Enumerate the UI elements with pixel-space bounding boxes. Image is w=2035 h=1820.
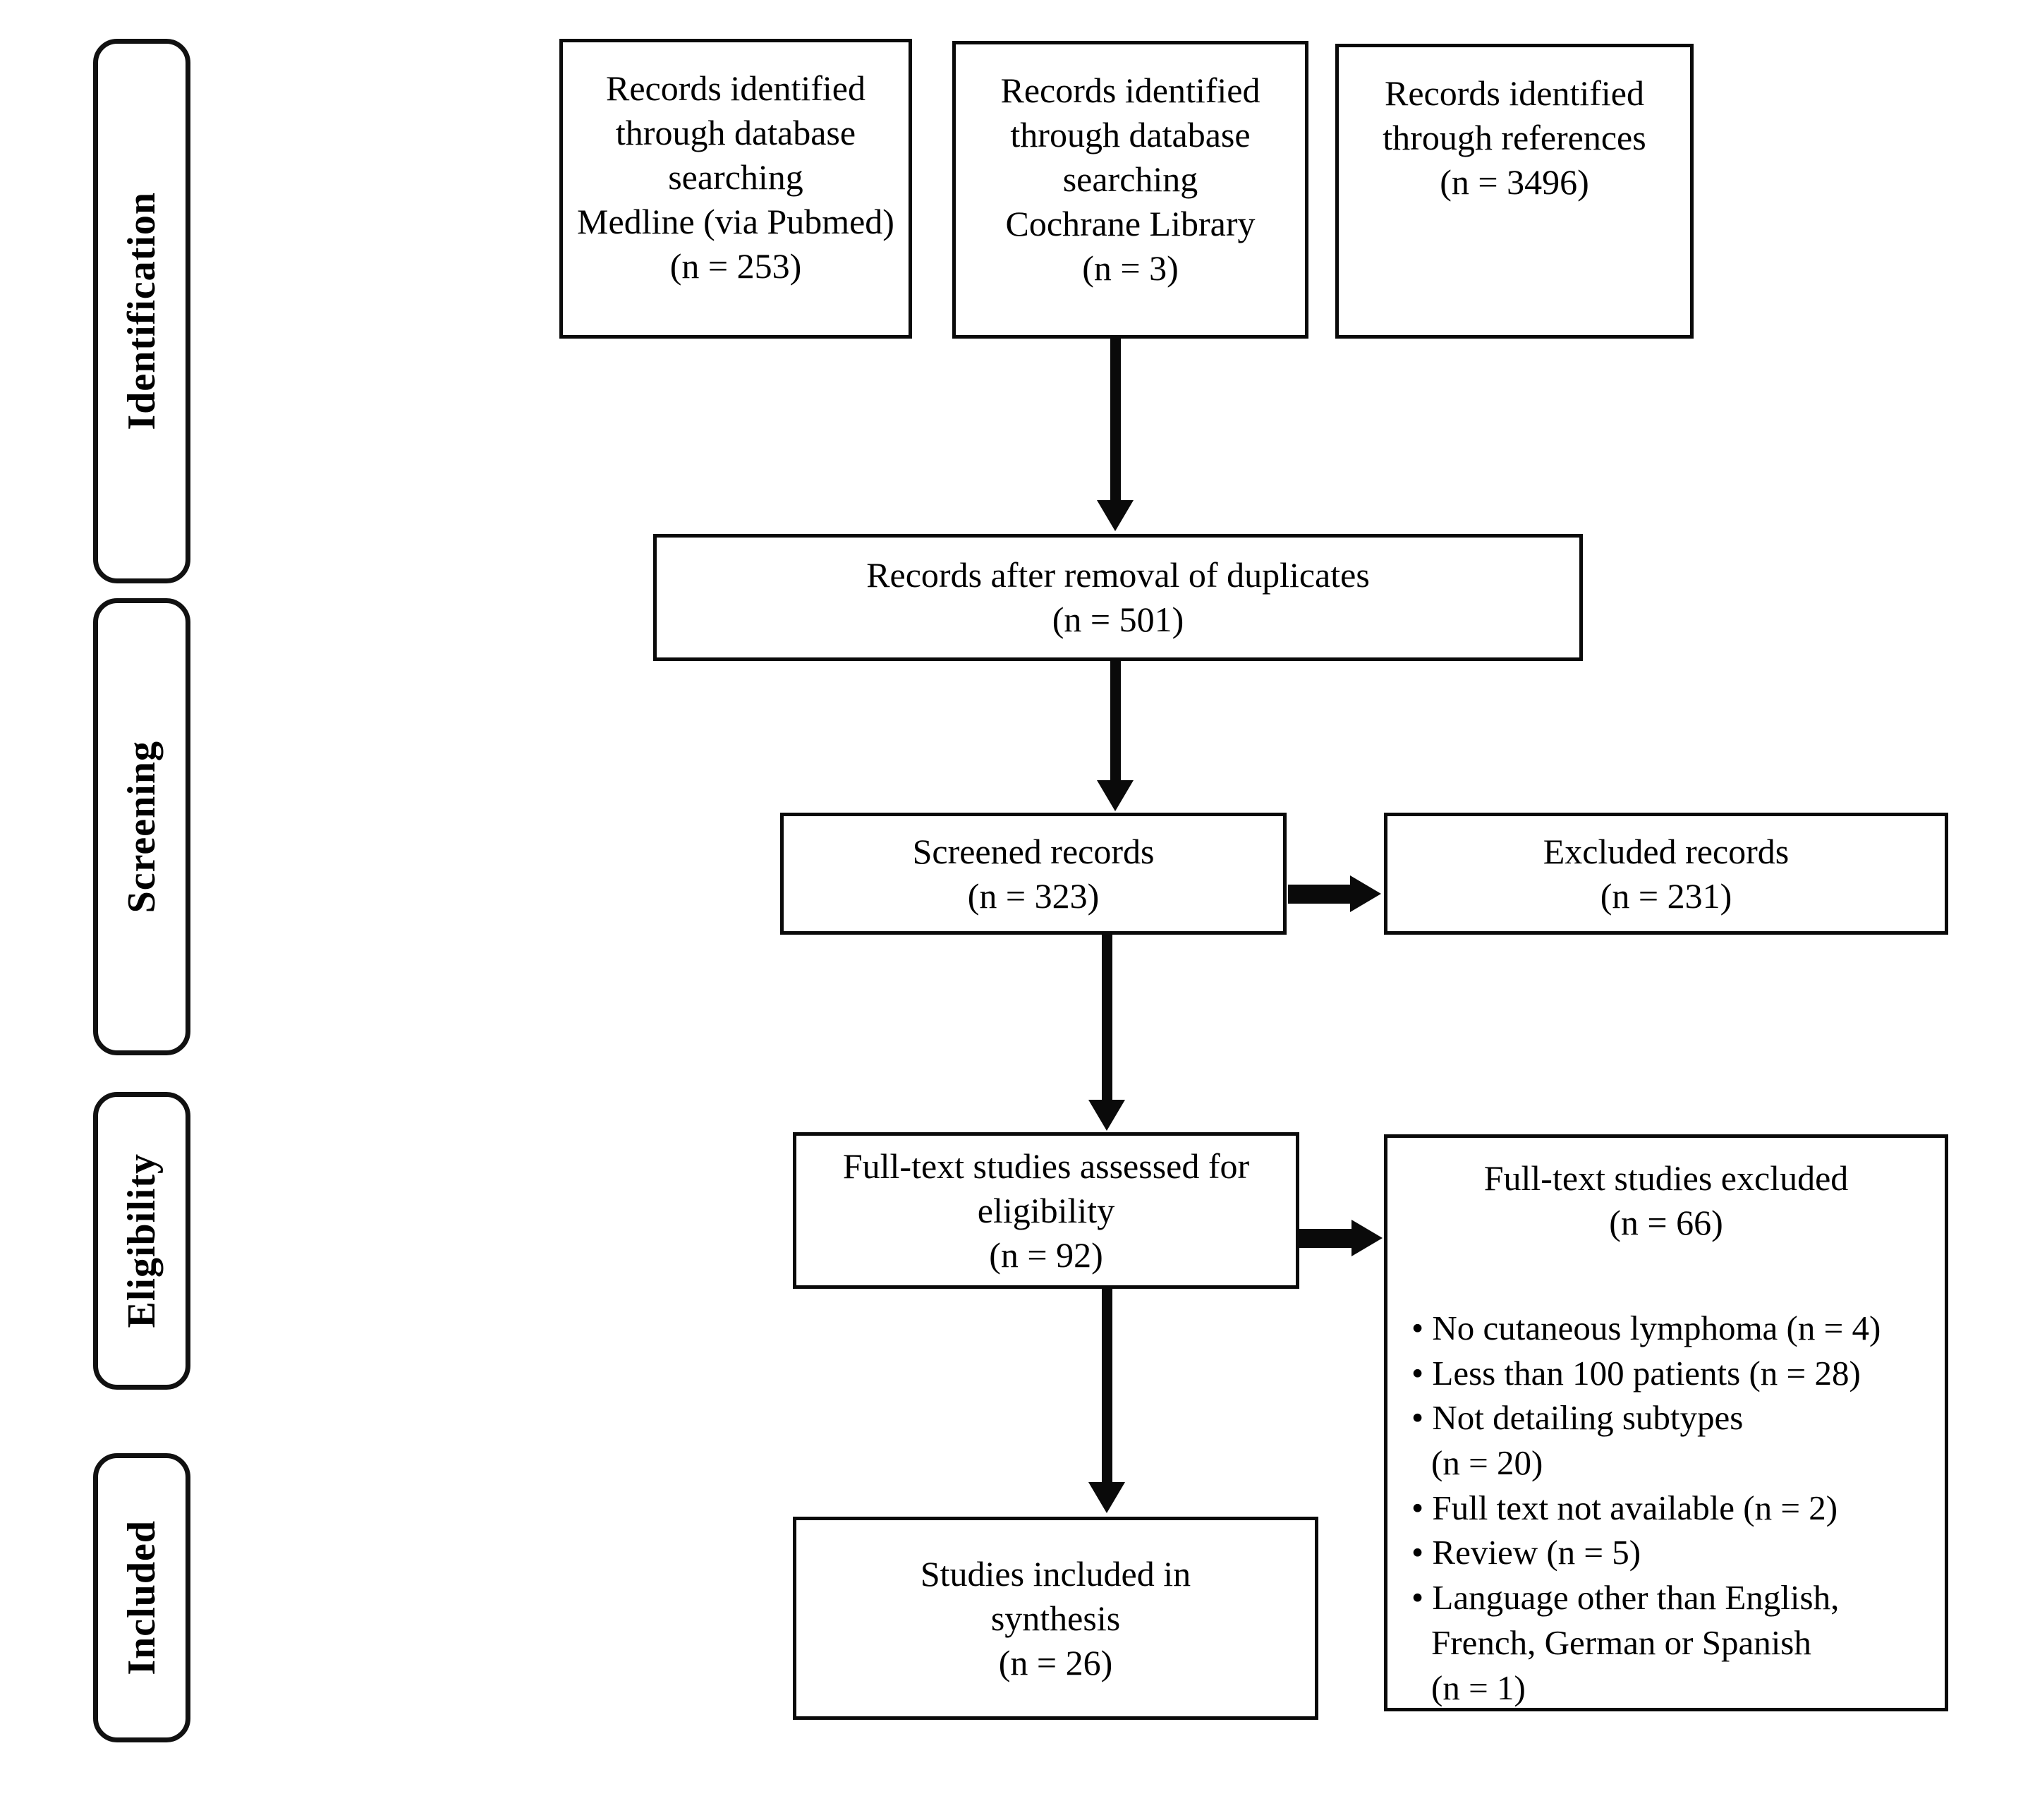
box-records-medline: Records identified through database sear… <box>559 39 912 339</box>
box-fulltext-excluded: Full-text studies excluded (n = 66) • No… <box>1384 1134 1948 1711</box>
arrow-head-identification-to-duplicates <box>1097 500 1134 531</box>
stage-eligibility: Eligibility <box>93 1092 190 1390</box>
box-screened-records: Screened records (n = 323) <box>780 813 1287 935</box>
stage-label-included: Included <box>120 1520 164 1675</box>
box-excluded-records: Excluded records (n = 231) <box>1384 813 1948 935</box>
stage-identification: Identification <box>93 39 190 583</box>
stage-included: Included <box>93 1453 190 1742</box>
box-records-after-duplicates-text: Records after removal of duplicates (n =… <box>866 555 1370 639</box>
list-item: • Not detailing subtypes (n = 20) <box>1411 1398 1744 1483</box>
stage-screening: Screening <box>93 598 190 1055</box>
box-fulltext-excluded-heading: Full-text studies excluded (n = 66) <box>1483 1158 1849 1242</box>
arrow-head-screened-to-excluded <box>1350 875 1381 912</box>
fulltext-exclusion-reason-list: • No cutaneous lymphoma (n = 4) • Less t… <box>1387 1306 1945 1710</box>
box-excluded-records-text: Excluded records (n = 231) <box>1543 831 1790 916</box>
arrow-shaft-screened-to-fulltext <box>1102 935 1112 1104</box>
box-records-cochrane: Records identified through database sear… <box>952 41 1308 339</box>
box-fulltext-assessed: Full-text studies assessed for eligibili… <box>793 1132 1299 1289</box>
box-records-after-duplicates: Records after removal of duplicates (n =… <box>653 534 1583 661</box>
arrow-shaft-screened-to-excluded <box>1288 885 1353 904</box>
box-studies-included: Studies included in synthesis (n = 26) <box>793 1517 1318 1720</box>
arrow-shaft-identification-to-duplicates <box>1110 339 1121 504</box>
list-item: • Full text not available (n = 2) <box>1411 1488 1838 1527</box>
stage-label-identification: Identification <box>120 192 164 430</box>
box-studies-included-text: Studies included in synthesis (n = 26) <box>920 1553 1191 1682</box>
box-records-references-text: Records identified through references (n… <box>1383 73 1646 202</box>
box-records-medline-text: Records identified through database sear… <box>577 68 894 286</box>
box-fulltext-assessed-text: Full-text studies assessed for eligibili… <box>842 1146 1250 1275</box>
arrow-head-fulltext-to-included <box>1088 1482 1125 1513</box>
list-item: • Review (n = 5) <box>1411 1533 1641 1572</box>
box-records-cochrane-text: Records identified through database sear… <box>1000 71 1261 288</box>
arrow-head-duplicates-to-screened <box>1097 780 1134 811</box>
arrow-shaft-duplicates-to-screened <box>1110 661 1121 784</box>
arrow-shaft-fulltext-to-included <box>1102 1289 1112 1486</box>
arrow-head-screened-to-fulltext <box>1088 1100 1125 1131</box>
list-item: • Less than 100 patients (n = 28) <box>1411 1353 1861 1393</box>
list-item: • No cutaneous lymphoma (n = 4) <box>1411 1309 1881 1347</box>
arrow-head-fulltext-to-excluded <box>1351 1220 1383 1256</box>
list-item: • Language other than English, French, G… <box>1411 1578 1840 1707</box>
box-screened-records-text: Screened records (n = 323) <box>912 831 1155 916</box>
box-records-references: Records identified through references (n… <box>1335 44 1694 339</box>
stage-label-eligibility: Eligibility <box>120 1153 164 1328</box>
stage-label-screening: Screening <box>120 740 164 914</box>
arrow-shaft-fulltext-to-excluded <box>1299 1229 1354 1248</box>
